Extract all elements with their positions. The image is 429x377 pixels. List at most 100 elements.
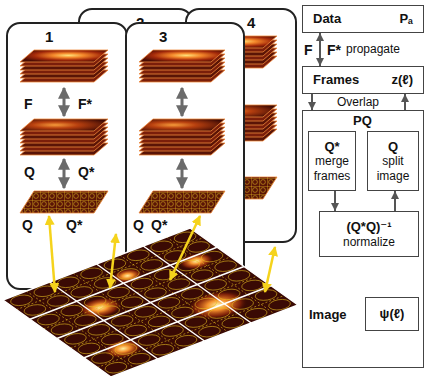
data-box: Data Pₐ <box>302 5 424 33</box>
bright-feature <box>97 335 150 362</box>
probe-circle <box>53 275 83 290</box>
probe-circle <box>127 276 157 291</box>
probe-circle <box>205 306 235 321</box>
frame-arrows <box>49 216 275 292</box>
panel-number: 3 <box>159 28 167 46</box>
flow-arrow <box>319 33 321 66</box>
probe-circle <box>47 322 77 337</box>
grid-line <box>143 246 251 323</box>
image-layer <box>139 119 225 131</box>
frame-grid <box>20 191 108 213</box>
probe-circle <box>61 331 90 346</box>
operator-label: Q <box>22 217 33 233</box>
probe-circle <box>84 322 114 337</box>
probe-circle <box>201 277 231 292</box>
frame-grid <box>139 191 225 213</box>
probe-circle <box>67 284 97 299</box>
probe-circle <box>171 333 201 348</box>
operator-arrow <box>63 88 66 116</box>
probe-circle <box>7 293 37 308</box>
bright-feature <box>71 293 130 323</box>
frame-boundary <box>57 267 244 339</box>
frame-image <box>139 191 225 213</box>
image-box: ψ(ℓ) <box>365 297 419 331</box>
step-label: propagate <box>346 43 400 57</box>
operator-arrow <box>63 159 66 188</box>
probe-circle <box>238 278 268 293</box>
probe-circle <box>88 351 118 366</box>
box-heading: Frames <box>313 72 359 88</box>
process-box: Qsplit image <box>367 131 419 191</box>
probe-circle <box>124 248 154 263</box>
image-layer <box>20 119 108 131</box>
probe-circle <box>107 313 137 328</box>
box-text: Pₐ <box>399 11 413 27</box>
frame-arrow <box>49 216 55 292</box>
probe-circle <box>80 294 110 309</box>
probe-circle <box>101 360 131 375</box>
operator-label: Q <box>24 164 35 180</box>
grid-line <box>17 238 204 310</box>
image-layer <box>199 36 277 48</box>
probe-circle <box>224 268 254 283</box>
flow-arrow <box>394 191 396 211</box>
probe-circle <box>44 293 74 308</box>
probe-circle <box>30 284 60 299</box>
edge-label: Overlap <box>335 95 381 109</box>
panel-illustration <box>127 24 243 282</box>
bright-feature <box>173 249 220 273</box>
box-heading: ψ(ℓ) <box>380 306 405 322</box>
frame-image <box>199 177 277 199</box>
probe-circle <box>197 249 227 264</box>
operator-label: Q* <box>151 217 167 233</box>
probe-circle <box>117 295 147 310</box>
probe-circle <box>148 342 178 357</box>
operator-label: Q* <box>66 217 82 233</box>
box-text: split image <box>371 154 415 183</box>
operator-label: Q <box>133 217 144 233</box>
grid-line <box>98 295 285 367</box>
flow-arrow <box>404 94 406 110</box>
grid-line <box>97 264 205 341</box>
frame-panel: 1FF*QQ*QQ* <box>6 22 128 290</box>
operator-arrow <box>181 88 184 116</box>
probe-circle <box>251 288 281 303</box>
frame-boundary <box>97 264 205 341</box>
frame-boundary <box>50 282 158 359</box>
probe-circle <box>158 324 188 339</box>
grid-line <box>120 255 228 332</box>
frame-boundary <box>3 228 298 377</box>
grid-line <box>167 237 275 314</box>
probe-circle <box>181 315 211 330</box>
probe-circle <box>191 296 221 311</box>
process-box: Q*merge frames <box>308 131 356 191</box>
image-ground <box>3 228 298 377</box>
image-layer <box>199 105 277 117</box>
box-heading: Q* <box>324 139 339 155</box>
probe-circle <box>71 313 101 328</box>
operator-label: F <box>304 42 313 58</box>
probe-circle <box>74 341 104 356</box>
probe-circle <box>77 266 107 281</box>
bright-feature <box>176 284 259 326</box>
panel-illustration <box>8 24 126 288</box>
probe-circle <box>34 312 64 327</box>
panel-number: 1 <box>45 28 53 46</box>
probe-circle <box>114 266 144 281</box>
probe-circle <box>187 268 217 283</box>
box-heading: Data <box>313 11 341 27</box>
probe-circle <box>265 297 295 312</box>
flow-arrow <box>311 94 313 110</box>
probe-circle <box>151 267 181 282</box>
probe-circle <box>57 303 87 318</box>
operator-label: F* <box>327 42 341 58</box>
grid-line <box>30 247 217 319</box>
grid-line <box>73 273 181 350</box>
probe-circle <box>211 259 241 274</box>
operator-label: F <box>24 96 33 112</box>
frame-image <box>20 191 108 213</box>
probe-circle <box>184 239 214 254</box>
box-heading: (Q*Q)⁻¹ <box>346 219 391 235</box>
probe-circle <box>195 324 225 339</box>
probe-circle <box>214 287 244 302</box>
